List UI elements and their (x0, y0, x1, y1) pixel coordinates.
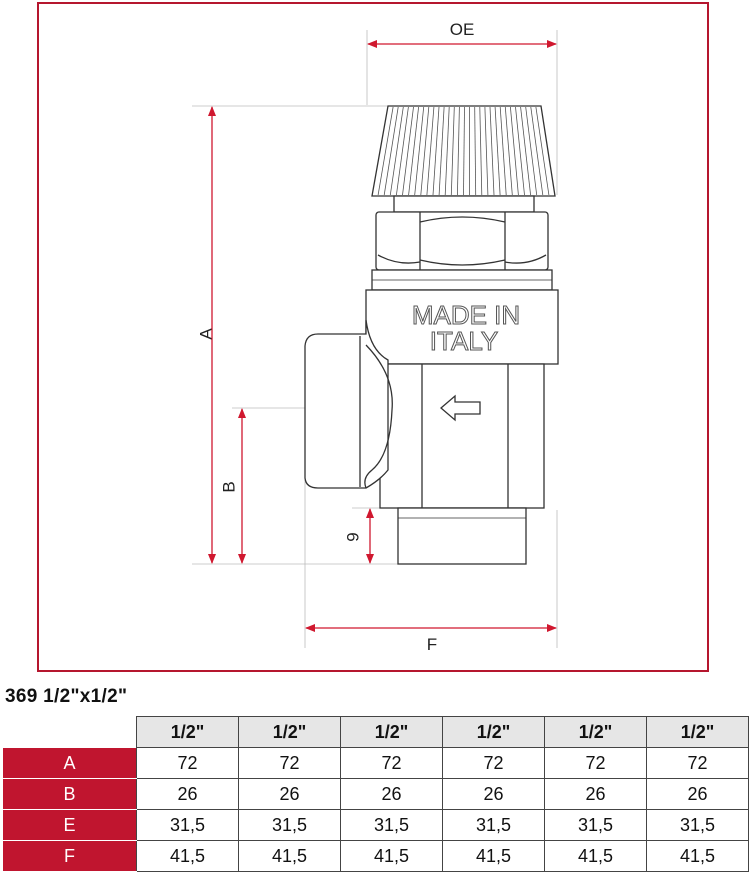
table-cell: 72 (442, 747, 545, 779)
knurl-ridge (383, 106, 399, 196)
table-cell: 41,5 (238, 840, 341, 872)
knurl-ridge (504, 106, 513, 196)
table-cell: 31,5 (136, 809, 239, 841)
knurl-ridge (432, 106, 440, 196)
stamp-made-in: MADE IN (412, 300, 520, 330)
knurl-ridge (474, 106, 477, 196)
table-title: 369 1/2"x1/2" (5, 686, 128, 707)
column-header: 1/2" (136, 716, 239, 748)
knurl-ridge (510, 106, 519, 196)
knurl-ridge (396, 106, 409, 196)
knurl-ridge (450, 106, 455, 196)
knurl-ridge (402, 106, 414, 196)
table-row: B 26 26 26 26 26 26 (2, 778, 749, 810)
knurl-ridge (457, 106, 460, 196)
row-label: A (2, 747, 137, 779)
knurl-ridge (408, 106, 419, 196)
table-cell: 26 (442, 778, 545, 810)
table-cell: 72 (646, 747, 749, 779)
table-cell: 26 (238, 778, 341, 810)
side-inlet (304, 319, 389, 489)
table-cell: 26 (340, 778, 443, 810)
dim-label-9: 9 (343, 532, 362, 541)
knurl-ridge (438, 106, 445, 196)
cap-knurling (377, 106, 550, 196)
hex-nut (375, 211, 549, 271)
row-label: B (2, 778, 137, 810)
knurl-ridge (494, 106, 501, 196)
knurl-ridge (479, 106, 483, 196)
table-cell: 41,5 (442, 840, 545, 872)
table-cell: 31,5 (238, 809, 341, 841)
table-cell: 31,5 (340, 809, 443, 841)
knurl-ridge (530, 106, 544, 196)
table-cell: 31,5 (646, 809, 749, 841)
table-row: E 31,5 31,5 31,5 31,5 31,5 31,5 (2, 809, 749, 841)
knurl-ridge (389, 106, 404, 196)
stamp-italy: ITALY (430, 326, 498, 356)
table-cell: 72 (544, 747, 647, 779)
table-cell: 41,5 (646, 840, 749, 872)
knurl-ridge (444, 106, 450, 196)
knurl-ridge (489, 106, 495, 196)
bottom-outlet (397, 507, 527, 565)
table-cell: 31,5 (544, 809, 647, 841)
knurl-ridge (520, 106, 531, 196)
table-row: F 41,5 41,5 41,5 41,5 41,5 41,5 (2, 840, 749, 872)
dimension-lines (208, 40, 557, 632)
column-header: 1/2" (442, 716, 545, 748)
knurl-ridge (499, 106, 507, 196)
knurl-ridge (484, 106, 489, 196)
table-corner (2, 716, 137, 748)
table-cell: 72 (238, 747, 341, 779)
knurl-ridge (535, 106, 550, 196)
knurl-ridge (414, 106, 425, 196)
spec-table: 1/2" 1/2" 1/2" 1/2" 1/2" 1/2" A 72 72 72… (2, 716, 749, 872)
lower-body (379, 363, 545, 509)
table-cell: 41,5 (136, 840, 239, 872)
table-cell: 41,5 (544, 840, 647, 872)
table-row: A 72 72 72 72 72 72 (2, 747, 749, 779)
column-header: 1/2" (340, 716, 443, 748)
dim-label-f: F (427, 635, 437, 654)
flow-arrow-icon (440, 394, 481, 422)
table-cell: 31,5 (442, 809, 545, 841)
knurl-ridge (525, 106, 538, 196)
column-header: 1/2" (544, 716, 647, 748)
dim-label-b: B (219, 481, 238, 492)
knurled-cap (371, 105, 556, 197)
row-label: F (2, 840, 137, 872)
table-cell: 72 (340, 747, 443, 779)
table-cell: 26 (646, 778, 749, 810)
column-header: 1/2" (646, 716, 749, 748)
valve-drawing: OE A B 9 F (192, 20, 559, 654)
drawing-frame (37, 2, 709, 672)
knurl-ridge (377, 106, 394, 196)
column-header: 1/2" (238, 716, 341, 748)
table-cell: 72 (136, 747, 239, 779)
table-cell: 26 (136, 778, 239, 810)
row-label: E (2, 809, 137, 841)
main-body (365, 289, 559, 365)
knurl-ridge (515, 106, 525, 196)
table-cell: 41,5 (340, 840, 443, 872)
valve-body (304, 105, 559, 565)
table-cell: 26 (544, 778, 647, 810)
knurl-ridge (463, 106, 465, 196)
dim-label-a: A (196, 328, 215, 340)
knurl-ridge (426, 106, 435, 196)
knurl-ridge (420, 106, 430, 196)
table-header-row: 1/2" 1/2" 1/2" 1/2" 1/2" 1/2" (2, 716, 749, 748)
dim-label-oe: OE (450, 20, 475, 39)
